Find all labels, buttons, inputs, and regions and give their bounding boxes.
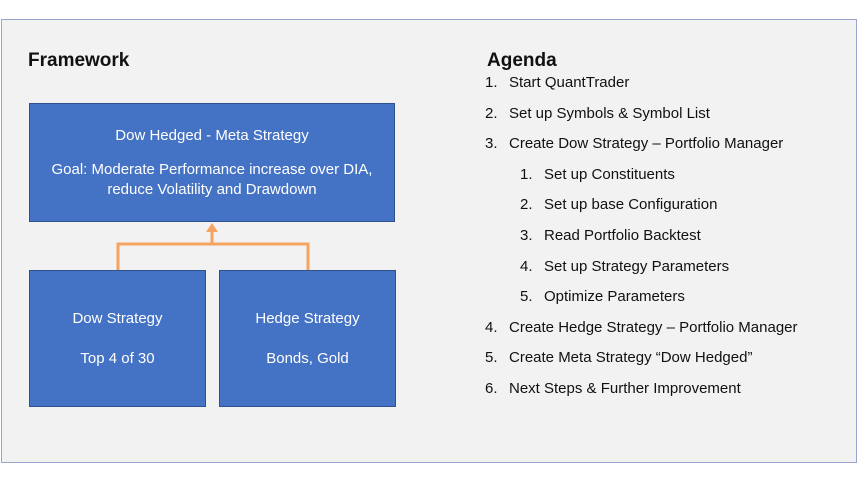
agenda-item-text: Set up base Configuration (544, 196, 718, 214)
hedge-strategy-title: Hedge Strategy (255, 309, 360, 327)
meta-strategy-box: Dow Hedged - Meta Strategy Goal: Moderat… (29, 103, 395, 222)
agenda-item: 4. Create Hedge Strategy – Portfolio Mana… (485, 313, 798, 344)
meta-strategy-goal-line1: Goal: Moderate Performance increase over… (51, 160, 373, 178)
agenda-item-text: Create Hedge Strategy – Portfolio Manage… (509, 318, 798, 336)
agenda-subitem: 1. Set up Constituents (485, 160, 798, 191)
agenda-item-text: Create Meta Strategy “Dow Hedged” (509, 349, 753, 367)
agenda-item-text: Next Steps & Further Improvement (509, 379, 741, 397)
agenda-item-text: Start QuantTrader (509, 74, 630, 91)
agenda-subitem: 2. Set up base Configuration (485, 190, 798, 221)
agenda-list: 1. Start QuantTrader 2. Set up Symbols & S… (485, 68, 798, 405)
agenda-item-number: 6. (485, 379, 498, 397)
agenda-item-number: 5. (520, 288, 533, 306)
agenda-item-number: 2. (520, 196, 533, 214)
agenda-item-text: Optimize Parameters (544, 288, 685, 306)
agenda-item: 3. Create Dow Strategy – Portfolio Manage… (485, 129, 798, 160)
dow-strategy-box: Dow Strategy Top 4 of 30 (29, 270, 206, 407)
agenda-item-number: 3. (485, 135, 498, 153)
arrow-head-icon (206, 223, 218, 232)
agenda-item-number: 4. (485, 318, 498, 336)
meta-strategy-goal-line2: reduce Volatility and Drawdown (107, 180, 317, 198)
agenda-item: 2. Set up Symbols & Symbol List (485, 99, 798, 130)
agenda-subitem: 5. Optimize Parameters (485, 282, 798, 313)
agenda-subitem: 4. Set up Strategy Parameters (485, 252, 798, 283)
agenda-item: 6. Next Steps & Further Improvement (485, 374, 798, 405)
hedge-strategy-box: Hedge Strategy Bonds, Gold (219, 270, 396, 407)
agenda-item-text: Create Dow Strategy – Portfolio Manager (509, 135, 784, 153)
agenda-subitem: 3. Read Portfolio Backtest (485, 221, 798, 252)
agenda-item-text: Set up Constituents (544, 165, 675, 183)
agenda-item-text: Read Portfolio Backtest (544, 226, 701, 244)
agenda-item-text: Set up Symbols & Symbol List (509, 104, 710, 122)
agenda-item-number: 2. (485, 104, 498, 122)
agenda-item-number: 5. (485, 349, 498, 367)
agenda-heading: Agenda (487, 50, 557, 71)
framework-heading: Framework (28, 50, 130, 71)
hedge-strategy-subtitle: Bonds, Gold (266, 349, 349, 367)
dow-strategy-title: Dow Strategy (72, 309, 163, 327)
connector-line (116, 242, 310, 270)
agenda-item: 5. Create Meta Strategy “Dow Hedged” (485, 343, 798, 374)
dow-strategy-subtitle: Top 4 of 30 (80, 349, 155, 367)
agenda-item: 1. Start QuantTrader (485, 68, 798, 99)
agenda-item-number: 4. (520, 257, 533, 275)
agenda-item-number: 1. (520, 165, 533, 183)
agenda-item-text: Set up Strategy Parameters (544, 257, 730, 275)
meta-strategy-title: Dow Hedged - Meta Strategy (115, 126, 309, 144)
agenda-item-number: 1. (485, 74, 498, 91)
agenda-item-number: 3. (520, 226, 533, 244)
